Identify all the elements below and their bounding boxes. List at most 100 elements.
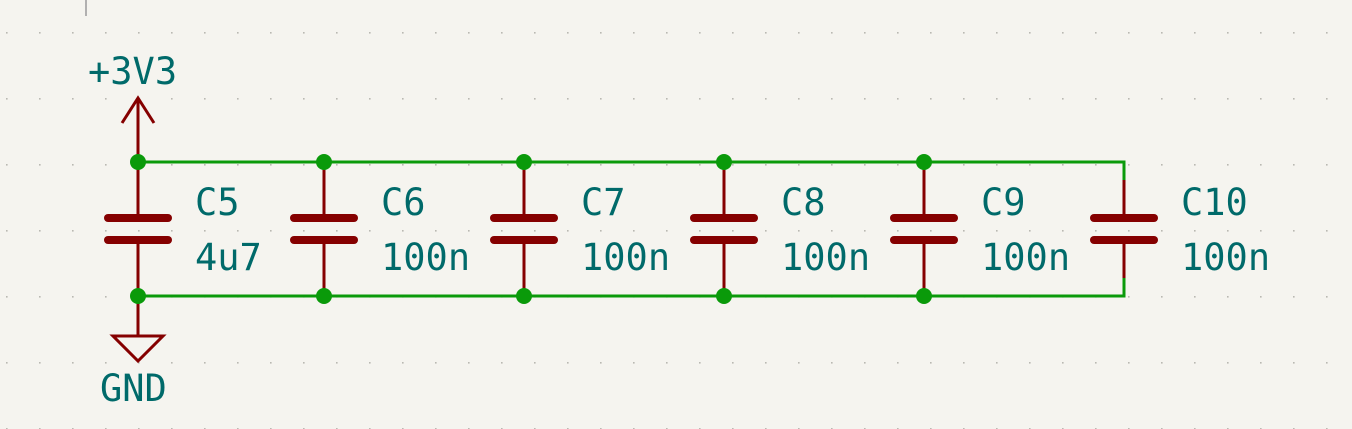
grid-dot bbox=[666, 230, 668, 232]
grid-dot bbox=[270, 230, 272, 232]
grid-dot bbox=[369, 362, 371, 364]
grid-dot bbox=[897, 230, 899, 232]
grid-dot bbox=[798, 164, 800, 166]
ground-symbol[interactable]: GND bbox=[100, 296, 167, 410]
grid-dot bbox=[600, 362, 602, 364]
grid-dot bbox=[237, 362, 239, 364]
grid-dot bbox=[468, 164, 470, 166]
capacitor-value: 100n bbox=[781, 236, 870, 279]
capacitor-c6[interactable]: C6 100n bbox=[290, 162, 470, 296]
grid-dot bbox=[600, 164, 602, 166]
grid-dot bbox=[1161, 32, 1163, 34]
capacitor-c5[interactable]: C5 4u7 bbox=[104, 162, 262, 296]
grid-dot bbox=[1095, 230, 1097, 232]
grid-dot bbox=[105, 32, 107, 34]
grid-dot bbox=[6, 98, 8, 100]
grid-dot bbox=[435, 362, 437, 364]
grid-dot bbox=[831, 230, 833, 232]
capacitor-c8[interactable]: C8 100n bbox=[690, 162, 870, 296]
grid-dot bbox=[369, 164, 371, 166]
grid-dot bbox=[996, 164, 998, 166]
grid-dot bbox=[105, 362, 107, 364]
grid-dot bbox=[930, 230, 932, 232]
grid-dot bbox=[1128, 296, 1130, 298]
grid-dot bbox=[1194, 98, 1196, 100]
grid-dot bbox=[72, 98, 74, 100]
grid-dot bbox=[402, 362, 404, 364]
grid-dot bbox=[600, 32, 602, 34]
grid-dot bbox=[468, 362, 470, 364]
grid-dot bbox=[270, 362, 272, 364]
junction-dot bbox=[316, 154, 332, 170]
grid-dot bbox=[1227, 98, 1229, 100]
grid-dot bbox=[666, 164, 668, 166]
grid-dot bbox=[237, 32, 239, 34]
grid-dot bbox=[567, 362, 569, 364]
grid-dot bbox=[237, 230, 239, 232]
grid-dot bbox=[39, 32, 41, 34]
grid-dot bbox=[864, 164, 866, 166]
junction-dot bbox=[716, 288, 732, 304]
grid-dot bbox=[831, 98, 833, 100]
grid-dot bbox=[303, 362, 305, 364]
grid-dot bbox=[567, 32, 569, 34]
grid-dot bbox=[204, 32, 206, 34]
grid-dot bbox=[1260, 230, 1262, 232]
grid-dot bbox=[1194, 296, 1196, 298]
grid-dot bbox=[732, 362, 734, 364]
junction-dot bbox=[916, 154, 932, 170]
grid-dot bbox=[963, 230, 965, 232]
grid-dot bbox=[798, 32, 800, 34]
grid-dot bbox=[1194, 362, 1196, 364]
grid-dot bbox=[303, 164, 305, 166]
grid-dot bbox=[1260, 32, 1262, 34]
grid-dot bbox=[204, 98, 206, 100]
grid-dot bbox=[765, 98, 767, 100]
grid-dot bbox=[963, 98, 965, 100]
grid-dot bbox=[732, 164, 734, 166]
grid-dot bbox=[666, 32, 668, 34]
grid-dot bbox=[171, 32, 173, 34]
junction-dot bbox=[516, 288, 532, 304]
grid-dot bbox=[1128, 32, 1130, 34]
grid-dot bbox=[435, 164, 437, 166]
capacitor-ref: C10 bbox=[1181, 181, 1248, 224]
grid-dot bbox=[1062, 362, 1064, 364]
grid-dot bbox=[600, 98, 602, 100]
grid-dot bbox=[732, 230, 734, 232]
grid-dot bbox=[105, 230, 107, 232]
grid-dot bbox=[534, 32, 536, 34]
grid-dot bbox=[6, 296, 8, 298]
capacitor-ref: C9 bbox=[981, 181, 1026, 224]
grid-dot bbox=[237, 164, 239, 166]
power-symbol-3v3[interactable]: +3V3 bbox=[88, 50, 177, 162]
junction-dot bbox=[916, 288, 932, 304]
grid-dot bbox=[336, 32, 338, 34]
grid-dot bbox=[336, 362, 338, 364]
grid-dot bbox=[1029, 164, 1031, 166]
grid-dot bbox=[567, 164, 569, 166]
grid-dot bbox=[72, 362, 74, 364]
grid-dot bbox=[237, 98, 239, 100]
capacitor-c7[interactable]: C7 100n bbox=[490, 162, 670, 296]
grid-dot bbox=[1128, 164, 1130, 166]
grid-dot bbox=[39, 362, 41, 364]
grid-dot bbox=[6, 164, 8, 166]
grid-dot bbox=[1161, 98, 1163, 100]
grid-dot bbox=[765, 362, 767, 364]
grid-dot bbox=[963, 32, 965, 34]
grid-dot bbox=[468, 32, 470, 34]
capacitor-c10[interactable]: C10 100n bbox=[1090, 180, 1270, 279]
junction-dot bbox=[716, 154, 732, 170]
junction-dot bbox=[516, 154, 532, 170]
grid-dot bbox=[633, 98, 635, 100]
grid-dot bbox=[1029, 98, 1031, 100]
grid-dot bbox=[336, 230, 338, 232]
grid-dot bbox=[963, 362, 965, 364]
grid-dot bbox=[798, 98, 800, 100]
grid-dot bbox=[1260, 296, 1262, 298]
grid-dot bbox=[1227, 230, 1229, 232]
capacitor-c9[interactable]: C9 100n bbox=[890, 162, 1070, 296]
grid-dot bbox=[1194, 32, 1196, 34]
